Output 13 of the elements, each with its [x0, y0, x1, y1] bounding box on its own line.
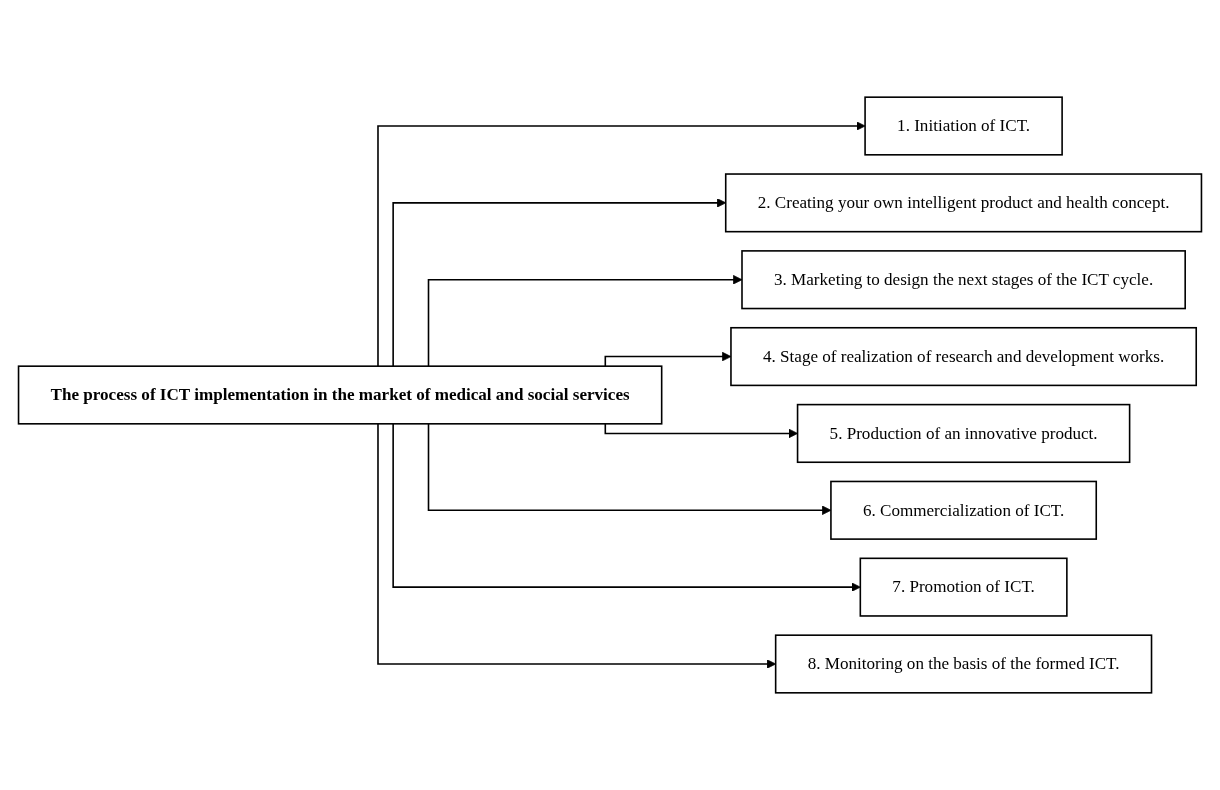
arrow	[377, 121, 866, 367]
arrow	[604, 423, 798, 439]
node-box: 4. Stage of realization of research and development works.	[730, 326, 1197, 387]
node-box: The process of ICT implementation in the market of medical and social services	[17, 365, 663, 425]
node-box: 8. Monitoring on the basis of the formed ICT.	[774, 634, 1153, 694]
arrow	[392, 423, 861, 592]
node-box: 1. Initiation of ICT.	[864, 96, 1063, 156]
node-box: 7. Promotion of ICT.	[859, 557, 1068, 617]
arrow	[427, 275, 743, 367]
node-box: 2. Creating your own intelligent product and health concept.	[724, 173, 1203, 233]
node-box: 6. Commercialization of ICT.	[830, 480, 1098, 540]
node-box: 5. Production of an innovative product.	[796, 403, 1131, 464]
node-box: 3. Marketing to design the next stages of the ICT cycle.	[741, 250, 1186, 310]
